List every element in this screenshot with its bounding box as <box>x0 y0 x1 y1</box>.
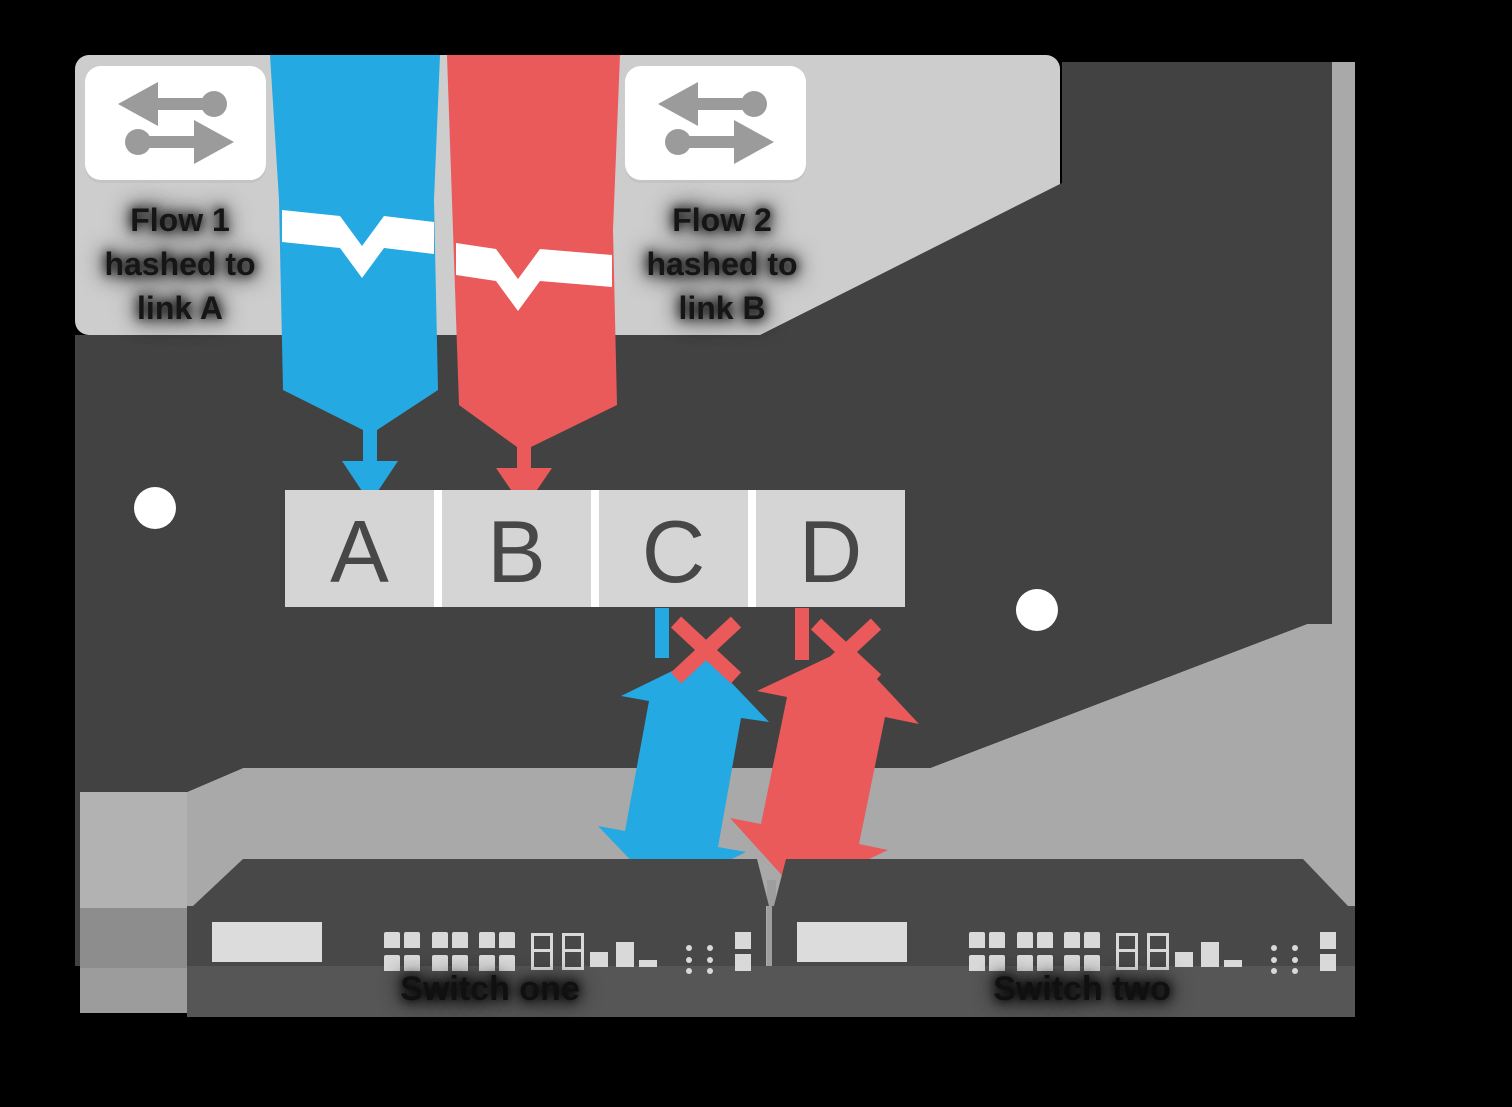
rj45-port <box>479 932 495 948</box>
lcd-panel <box>212 922 322 962</box>
aggregate-port-c: C <box>599 490 748 607</box>
rj45-port <box>969 955 985 971</box>
rj45-port <box>989 932 1005 948</box>
fan-vent-dot <box>707 968 713 974</box>
flow1-down-arrow <box>270 55 440 503</box>
beam-gray-shape <box>187 62 1355 1017</box>
usb-port <box>616 942 634 967</box>
fan-vent-dot <box>1292 968 1298 974</box>
flow2-caption-line3: link B <box>678 290 766 326</box>
rj45-port <box>1037 932 1053 948</box>
aggregate-port-b: B <box>442 490 591 607</box>
fan-vent-dot <box>707 945 713 951</box>
sfp-cage <box>531 933 553 970</box>
callout-dot-2 <box>1016 589 1058 631</box>
stack-seam <box>767 880 776 966</box>
rj45-port <box>432 955 448 971</box>
rj45-port <box>1084 955 1100 971</box>
rj45-port <box>499 932 515 948</box>
psu-module <box>1320 954 1336 971</box>
flow1-caption-line2: hashed to <box>104 246 256 282</box>
fan-vent-dot <box>707 957 713 963</box>
rj45-port <box>1084 932 1100 948</box>
rj45-port <box>479 955 495 971</box>
flow1-bidirectional-arrow <box>598 655 769 893</box>
flow2-bidirectional-arrow <box>730 648 919 893</box>
rj45-port <box>452 932 468 948</box>
psu-module <box>735 932 751 949</box>
flow1-icon-badge <box>85 66 266 180</box>
blocked-link-c-stub <box>655 608 669 658</box>
flow2-caption-line1: Flow 2 <box>672 202 772 238</box>
sfp-cage <box>1147 933 1169 970</box>
rj45-port <box>989 955 1005 971</box>
switch2-label: Switch two <box>993 970 1171 1008</box>
fan-vent-dot <box>1271 957 1277 963</box>
rj45-port <box>499 955 515 971</box>
switch2-faceplate <box>772 906 1355 974</box>
fan-vent-dot <box>1271 968 1277 974</box>
switch2-top-face <box>774 859 1348 906</box>
console-port <box>1175 952 1193 967</box>
fan-vent-dot <box>686 945 692 951</box>
blocked-x-icon-1 <box>670 616 742 684</box>
fan-vent-dot <box>1271 945 1277 951</box>
rj45-port <box>404 955 420 971</box>
flow2-caption: Flow 2 hashed to link B <box>622 198 822 330</box>
sfp-cage <box>562 933 584 970</box>
status-led-bar <box>639 960 657 967</box>
rj45-port <box>1037 955 1053 971</box>
blocked-link-d-stub <box>795 608 809 660</box>
flow1-break-chevron <box>282 210 434 278</box>
bidirectional-arrows-icon <box>117 82 234 164</box>
aggregate-port-d: D <box>756 490 905 607</box>
fan-vent-dot <box>686 968 692 974</box>
aggregate-port-a: A <box>285 490 434 607</box>
aggregate-port-group: A B C D <box>285 490 905 607</box>
flow2-break-chevron <box>456 243 612 311</box>
rj45-port <box>1064 955 1080 971</box>
bidirectional-arrows-icon <box>657 82 774 164</box>
flow1-caption: Flow 1 hashed to link A <box>80 198 280 330</box>
callout-dot-1 <box>134 487 176 529</box>
flow1-caption-line3: link A <box>137 290 223 326</box>
rj45-port <box>404 932 420 948</box>
backdrop-left-patch-shadow <box>80 908 187 968</box>
switch1-top-face <box>193 859 769 906</box>
flow1-caption-line1: Flow 1 <box>130 202 230 238</box>
sfp-cage <box>1116 933 1138 970</box>
blocked-x-icon-2 <box>810 618 882 686</box>
rj45-port <box>452 955 468 971</box>
status-led-bar <box>1224 960 1242 967</box>
rj45-port <box>1064 932 1080 948</box>
psu-module <box>1320 932 1336 949</box>
backdrop-left-patch-foot <box>80 968 187 1013</box>
rj45-port <box>384 955 400 971</box>
rj45-port <box>1017 955 1033 971</box>
console-port <box>590 952 608 967</box>
fan-vent-dot <box>686 957 692 963</box>
rj45-port <box>384 932 400 948</box>
flow2-caption-line2: hashed to <box>646 246 798 282</box>
rj45-port <box>1017 932 1033 948</box>
usb-port <box>1201 942 1219 967</box>
switch1-label: Switch one <box>400 970 580 1008</box>
fan-vent-dot <box>1292 957 1298 963</box>
fan-vent-dot <box>1292 945 1298 951</box>
switch1-faceplate <box>187 906 766 974</box>
lcd-panel <box>797 922 907 962</box>
psu-module <box>735 954 751 971</box>
switch-base-band <box>187 966 1355 1017</box>
flow2-icon-badge <box>625 66 806 180</box>
rj45-port <box>969 932 985 948</box>
rj45-port <box>432 932 448 948</box>
